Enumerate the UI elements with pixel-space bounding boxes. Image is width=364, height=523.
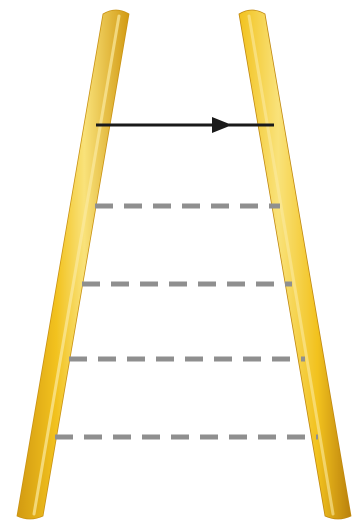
- right-arrow-icon: [96, 117, 274, 133]
- left-rail: [16, 9, 130, 520]
- right-rail: [238, 9, 352, 520]
